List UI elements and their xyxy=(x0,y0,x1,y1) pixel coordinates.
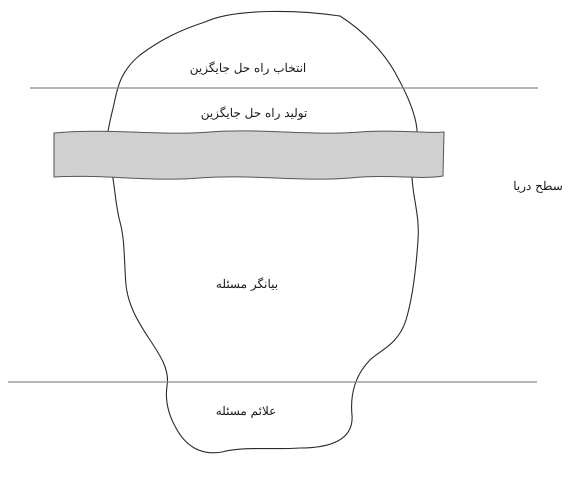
iceberg-outline xyxy=(107,11,419,452)
sea-level-label: سطح دریا xyxy=(513,179,563,193)
select-alternative-label: انتخاب راه حل جایگزین xyxy=(190,61,307,75)
generate-alternative-label: تولید راه حل جایگزین xyxy=(201,106,308,120)
problem-symptoms-label: علائم مسئله xyxy=(216,404,277,418)
problem-statement-label: بیانگر مسئله xyxy=(216,277,278,291)
sea-level-band xyxy=(54,131,444,179)
